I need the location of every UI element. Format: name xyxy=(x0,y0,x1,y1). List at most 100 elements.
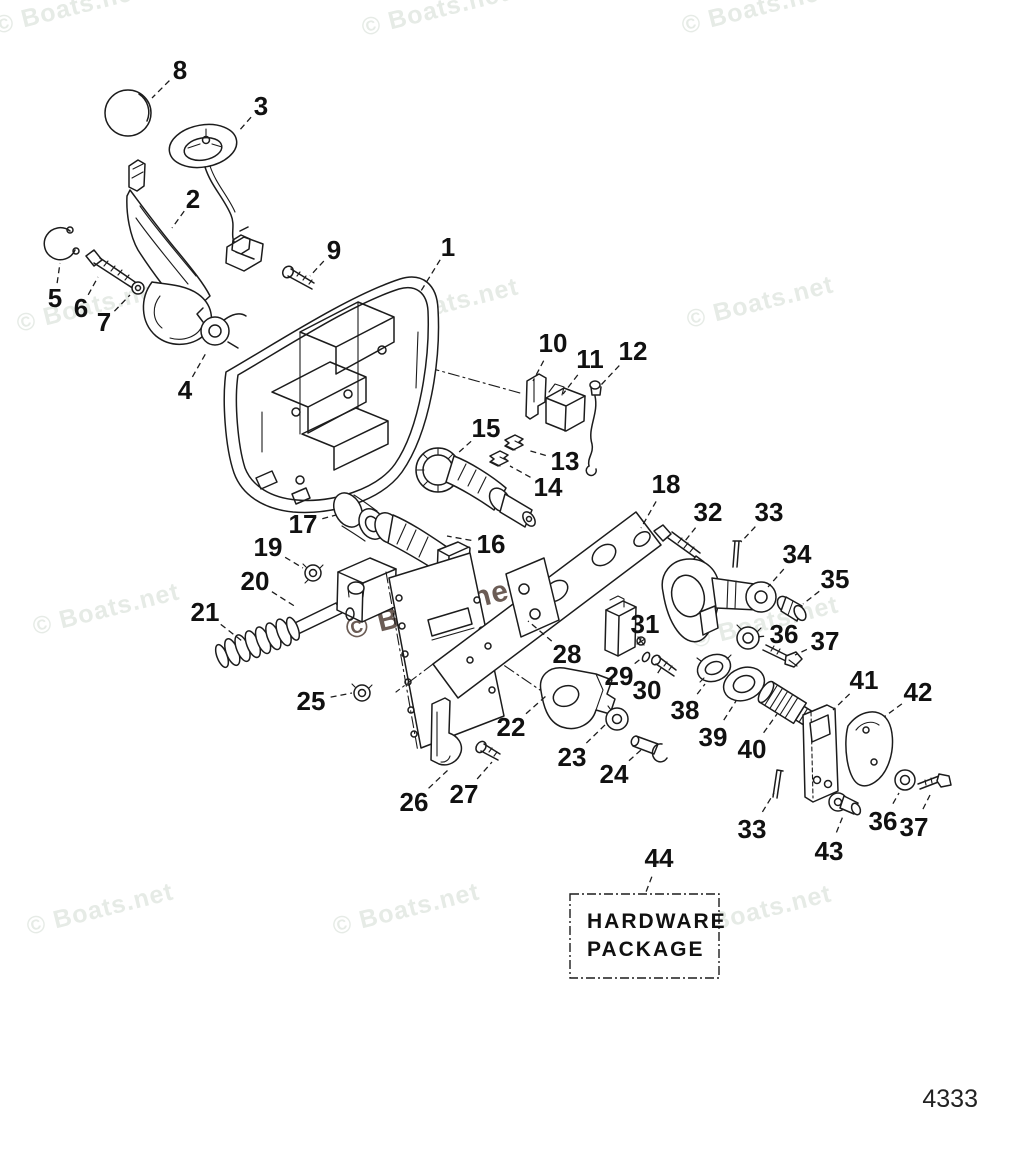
part-8-knob xyxy=(104,89,152,137)
part-23-washer xyxy=(605,705,629,731)
leader-line-35 xyxy=(802,590,820,605)
callout-32: 32 xyxy=(694,497,723,527)
callout-25: 25 xyxy=(297,686,326,716)
leader-line-22 xyxy=(525,695,547,715)
leader-line-33 xyxy=(761,792,775,813)
part-5-retaining-ring xyxy=(43,226,80,261)
page-number: 4333 xyxy=(922,1085,978,1113)
leader-line-12 xyxy=(600,365,620,386)
callout-36: 36 xyxy=(770,619,799,649)
leader-line-4 xyxy=(191,352,207,378)
part-10-clip xyxy=(525,373,547,420)
leader-line-33 xyxy=(740,526,756,543)
leader-line-40 xyxy=(763,713,778,734)
callout-40: 40 xyxy=(738,734,767,764)
callout-2: 2 xyxy=(186,184,200,214)
leader-line-11 xyxy=(562,374,579,395)
leader-line-36 xyxy=(756,635,765,638)
part-1-housing xyxy=(223,276,440,514)
axis-line xyxy=(407,361,521,394)
callout-12: 12 xyxy=(619,336,648,366)
leader-line-13 xyxy=(526,449,546,457)
leader-line-26 xyxy=(428,769,449,789)
callout-22: 22 xyxy=(497,712,526,742)
watermark: © Boats.net xyxy=(684,270,837,334)
leader-line-14 xyxy=(509,465,531,478)
leader-line-32 xyxy=(684,527,697,542)
leader-line-42 xyxy=(883,703,903,718)
part-13-clip xyxy=(504,434,524,451)
part-27-screw xyxy=(475,740,501,761)
callout-11: 11 xyxy=(576,344,604,374)
part-43-grommet xyxy=(828,792,862,816)
leader-line-2 xyxy=(171,210,185,229)
callout-15: 15 xyxy=(472,413,501,443)
callout-24: 24 xyxy=(600,759,629,789)
callout-20: 20 xyxy=(241,566,270,596)
part-21-spring xyxy=(214,616,301,669)
leader-line-18 xyxy=(640,501,657,529)
callout-17: 17 xyxy=(289,509,318,539)
part-22-clamp xyxy=(539,667,616,730)
part-15-gear-shaft xyxy=(415,447,536,528)
callout-16: 16 xyxy=(477,529,506,559)
part-30-screw xyxy=(650,654,677,677)
leader-line-39 xyxy=(723,700,737,721)
watermark: © Boats.net xyxy=(30,577,183,641)
axis-line xyxy=(469,641,541,691)
part-19-nut xyxy=(302,563,324,584)
part-14-clip xyxy=(489,450,509,467)
callout-13: 13 xyxy=(551,446,580,476)
sub-bracket xyxy=(505,557,560,638)
leader-line-30 xyxy=(657,667,662,674)
callout-5: 5 xyxy=(48,283,62,313)
leader-line-31 xyxy=(638,637,642,644)
leader-line-36 xyxy=(892,792,900,804)
part-35-plug xyxy=(776,595,807,622)
part-40-barrel xyxy=(757,680,816,728)
leader-line-3 xyxy=(237,116,252,133)
callout-19: 19 xyxy=(254,532,283,562)
part-3-lockout-plate xyxy=(168,123,264,272)
part-9-screw xyxy=(281,265,315,290)
callout-38: 38 xyxy=(671,695,700,725)
leader-line-25 xyxy=(330,692,353,698)
part-41-bracket xyxy=(802,704,839,803)
callout-28: 28 xyxy=(553,639,582,669)
leader-line-21 xyxy=(220,623,243,642)
leader-line-1 xyxy=(420,259,441,292)
part-11-block xyxy=(545,383,586,432)
callout-31: 31 xyxy=(631,609,660,639)
leader-line-6 xyxy=(87,276,99,296)
callout-23: 23 xyxy=(558,742,587,772)
part-28-block xyxy=(604,595,637,657)
leader-line-7 xyxy=(113,294,131,312)
callout-9: 9 xyxy=(327,235,341,265)
callout-39: 39 xyxy=(699,722,728,752)
callout-29: 29 xyxy=(605,661,634,691)
diagram-artwork xyxy=(43,89,952,816)
leader-line-28 xyxy=(527,620,553,642)
leader-line-24 xyxy=(628,749,642,762)
callout-27: 27 xyxy=(450,779,479,809)
part-37-screw-upper xyxy=(762,644,803,668)
callout-10: 10 xyxy=(539,328,568,358)
part-36-washer-lower xyxy=(894,769,916,791)
callout-30: 30 xyxy=(633,675,662,705)
leader-line-44 xyxy=(645,876,653,893)
callout-18: 18 xyxy=(652,469,681,499)
leader-line-27 xyxy=(476,761,493,780)
watermark: © Boats.net xyxy=(359,0,512,42)
watermark: © Boats.net xyxy=(24,877,177,941)
part-42-cam-plate xyxy=(845,711,894,787)
part-29-pin xyxy=(641,651,651,663)
callout-8: 8 xyxy=(173,55,187,85)
part-39-washer xyxy=(722,666,766,702)
leader-line-29 xyxy=(634,656,644,665)
leader-line-15 xyxy=(457,440,472,454)
part-37-screw-lower xyxy=(917,773,952,790)
part-24-pin xyxy=(630,735,668,763)
callout-14: 14 xyxy=(534,472,563,502)
